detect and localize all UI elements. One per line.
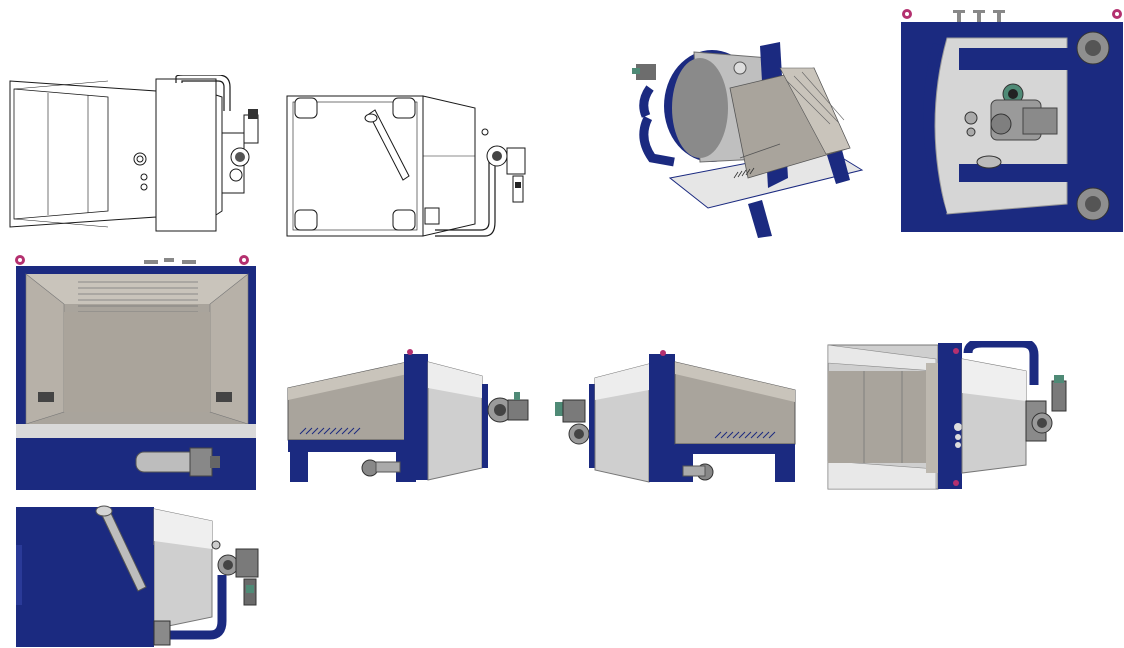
view-side-rear <box>553 350 797 486</box>
view-top-shaded <box>826 341 1082 491</box>
view-bottom-outline <box>285 92 530 240</box>
view-isometric <box>630 28 866 240</box>
view-bottom-shaded <box>14 505 270 648</box>
view-end-left <box>10 252 258 490</box>
view-end-right <box>897 4 1124 232</box>
view-top-outline <box>8 75 266 235</box>
view-side-front <box>286 348 531 486</box>
